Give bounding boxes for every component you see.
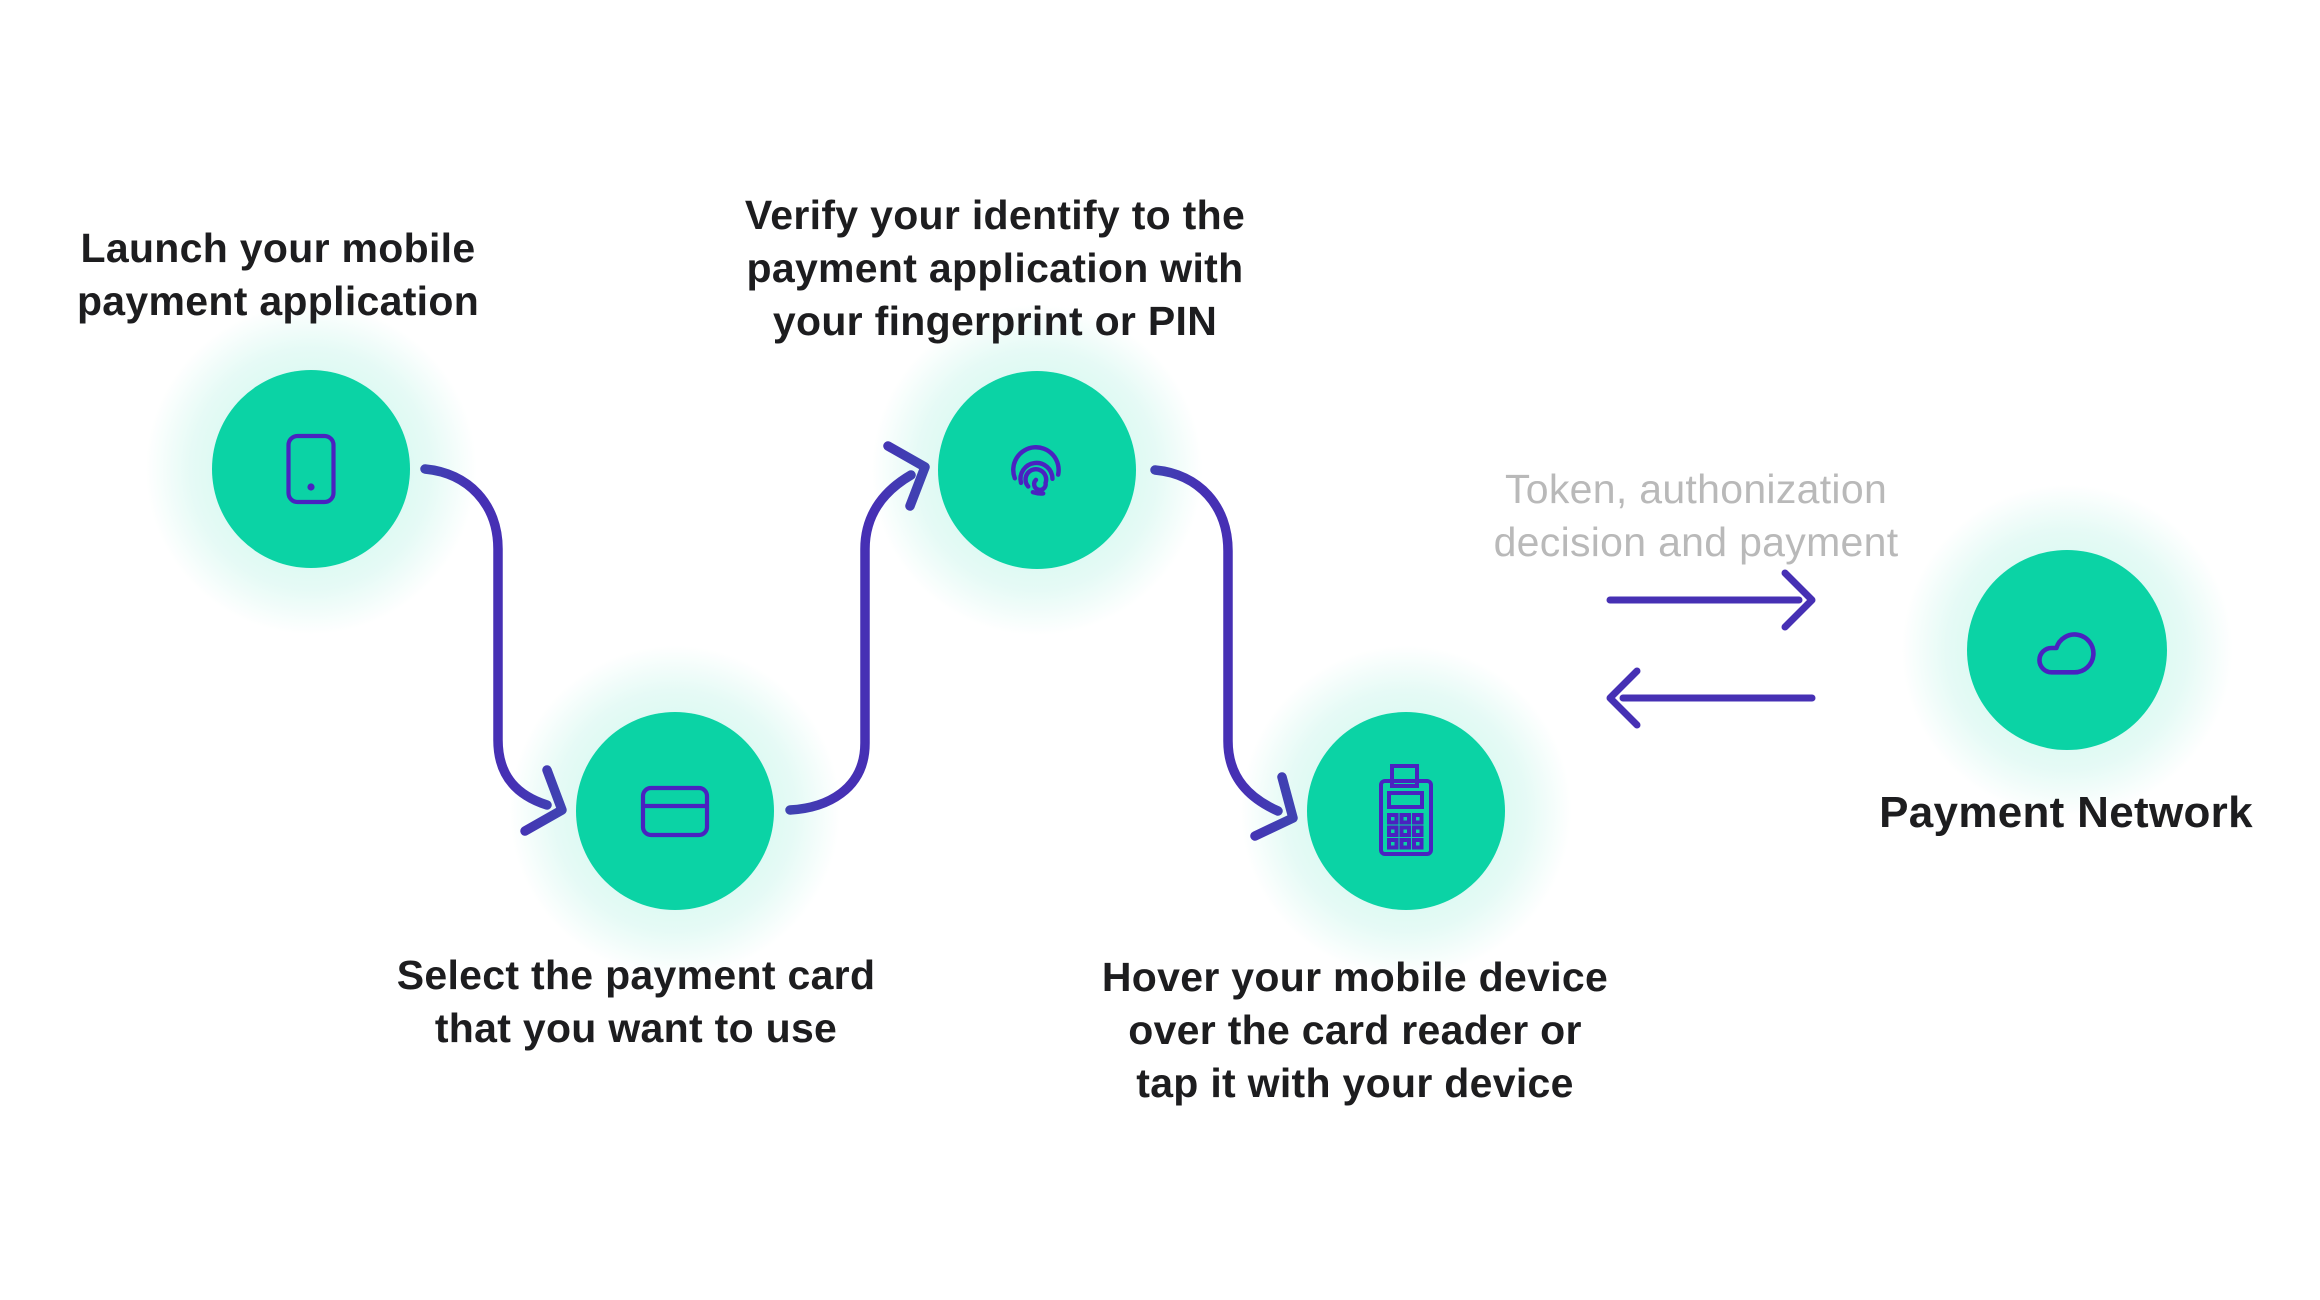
caption-line: Token, authonization — [1504, 466, 1888, 512]
credit-card-icon — [640, 785, 710, 837]
token-arrow-left — [1606, 667, 1816, 729]
curved-arrow-step2-step3 — [785, 441, 930, 815]
caption-line: that you want to use — [434, 1005, 838, 1051]
cloud-icon — [2037, 632, 2096, 675]
token-flow-label: Token, authonization decision and paymen… — [1396, 463, 1996, 569]
step4-circle — [1307, 712, 1505, 910]
caption-line: payment application with — [746, 245, 1244, 291]
step3-caption: Select the payment card that you want to… — [336, 949, 936, 1055]
caption-line: Payment Network — [1879, 788, 2253, 837]
caption-line: Launch your mobile — [80, 225, 476, 271]
network-circle — [1967, 550, 2167, 750]
step2-caption: Verify your identify to the payment appl… — [695, 189, 1295, 348]
step2-circle — [938, 371, 1136, 569]
caption-line: Verify your identify to the — [744, 192, 1246, 238]
caption-line: Hover your mobile device — [1101, 954, 1609, 1000]
step4-caption: Hover your mobile device over the card r… — [1055, 951, 1655, 1110]
caption-line: your fingerprint or PIN — [772, 298, 1218, 344]
network-label: Payment Network — [1766, 786, 2320, 839]
step1-caption: Launch your mobile payment application — [0, 222, 578, 328]
curved-arrow-step1-step2 — [420, 464, 567, 836]
curved-arrow-step3-step4 — [1150, 465, 1298, 841]
token-arrow-right — [1606, 569, 1816, 631]
step1-circle — [212, 370, 410, 568]
fingerprint-icon — [1011, 445, 1061, 496]
smartphone-icon — [286, 433, 336, 505]
caption-line: over the card reader or — [1128, 1007, 1582, 1053]
card-reader-icon — [1379, 764, 1433, 856]
caption-line: tap it with your device — [1136, 1060, 1574, 1106]
caption-line: decision and payment — [1493, 519, 1899, 565]
caption-line: Select the payment card — [396, 952, 876, 998]
step3-circle — [576, 712, 774, 910]
caption-line: payment application — [76, 278, 480, 324]
